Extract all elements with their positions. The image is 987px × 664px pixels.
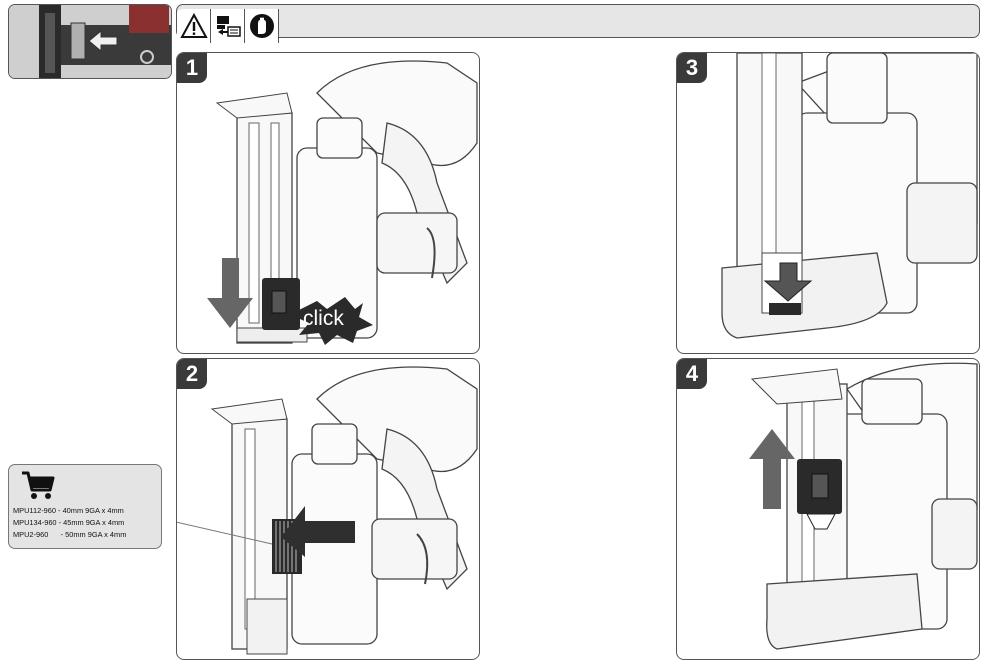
step-panel-2: 2	[176, 358, 480, 660]
header-bar	[176, 4, 980, 43]
step-number-2: 2	[177, 359, 207, 389]
step-panel-4: 4	[676, 358, 980, 660]
accessory-parts-box: MPU112-960 - 40mm 9GA x 4mm MPU134-960 -…	[8, 464, 162, 549]
step-panel-3: 3	[676, 52, 980, 354]
part-item: MPU134-960 - 45mm 9GA x 4mm	[13, 518, 125, 527]
click-label: click	[303, 307, 344, 330]
battery-remove-icon	[211, 9, 245, 43]
step-number-1: 1	[177, 53, 207, 83]
part-item: MPU112-960 - 40mm 9GA x 4mm	[13, 506, 124, 515]
overview-thumbnail	[8, 4, 172, 79]
gloves-icon	[245, 9, 279, 43]
step-panel-1: click 1	[176, 52, 480, 354]
shopping-cart-icon	[21, 471, 55, 506]
parts-list: MPU112-960 - 40mm 9GA x 4mm MPU134-960 -…	[13, 505, 126, 541]
warning-icon	[177, 9, 211, 43]
step-number-3: 3	[677, 53, 707, 83]
step-number-4: 4	[677, 359, 707, 389]
part-item: MPU2-960 - 50mm 9GA x 4mm	[13, 530, 127, 539]
